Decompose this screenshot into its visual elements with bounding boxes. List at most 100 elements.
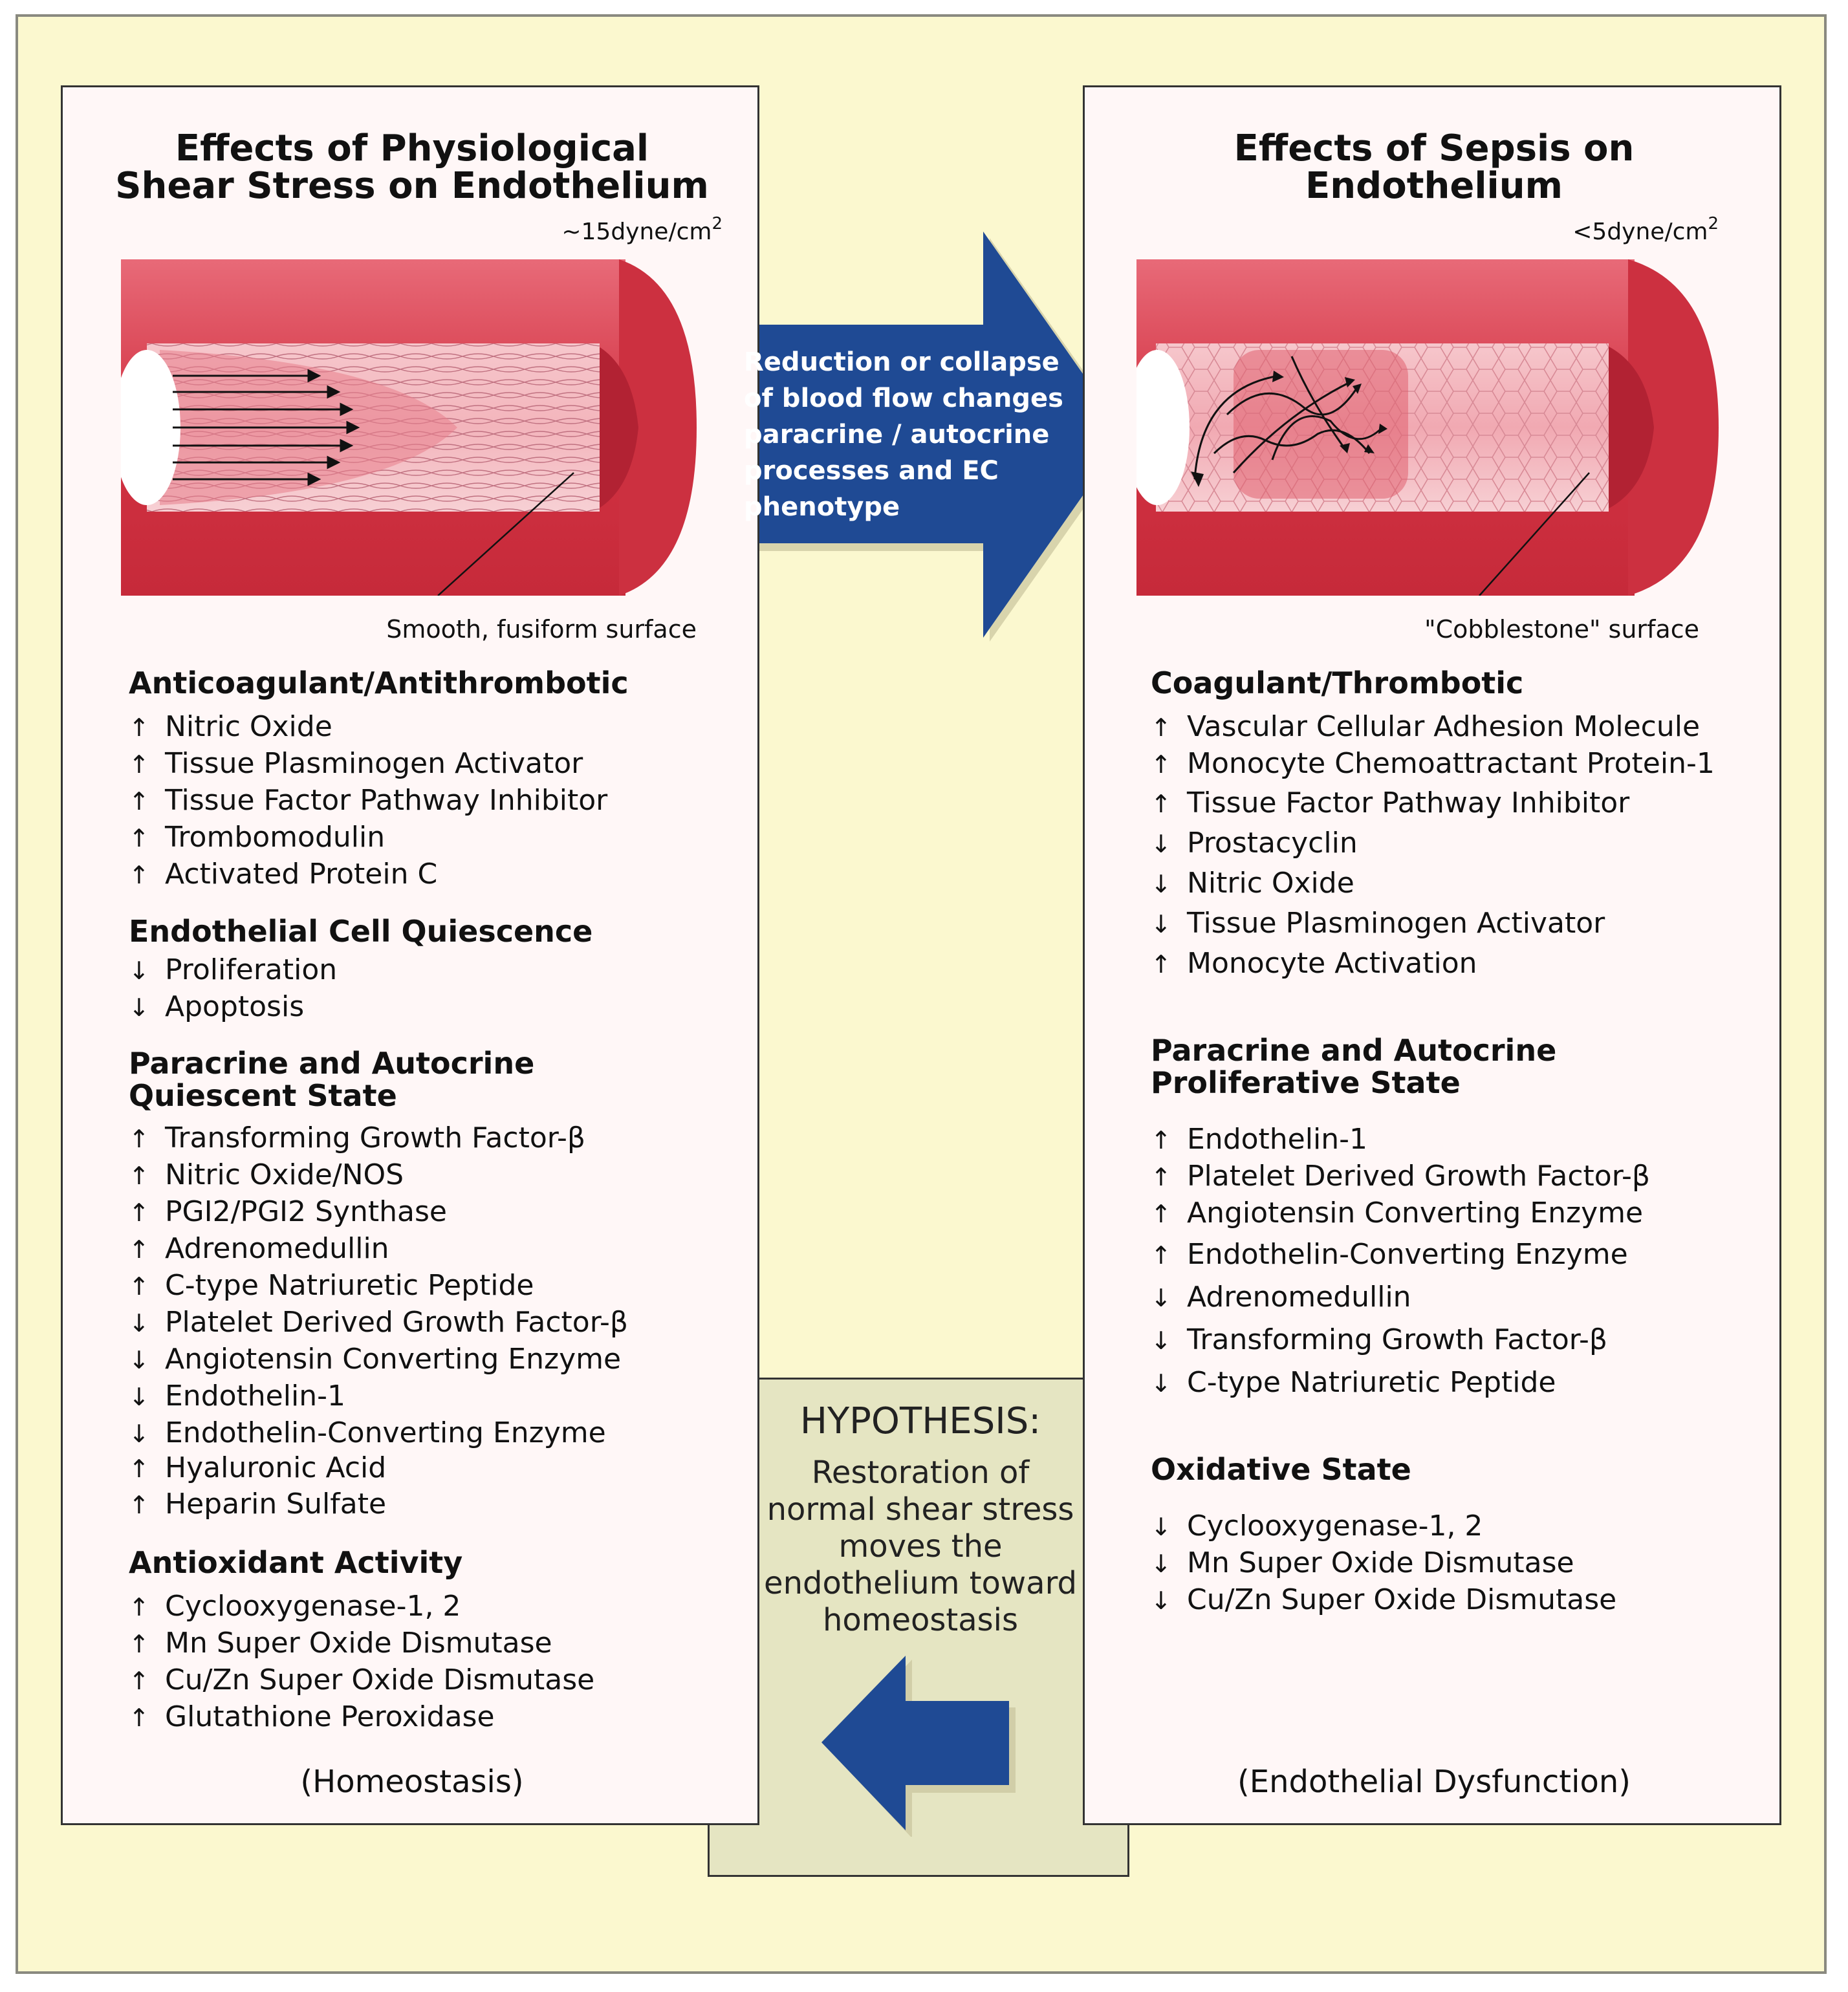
right-stress-value: <5dyne/cm	[1572, 219, 1708, 245]
left-title-line-2: Shear Stress on Endothelium	[115, 165, 709, 207]
list-item: ↑Monocyte Activation	[1151, 947, 1477, 980]
right-arrow-icon	[712, 232, 1132, 642]
list-item: ↑Nitric Oxide	[129, 710, 332, 743]
right-title-line-2: Endothelium	[1305, 165, 1563, 207]
down-arrow-icon: ↓	[129, 1309, 149, 1337]
list-item: ↑Glutathione Peroxidase	[129, 1700, 495, 1733]
down-arrow-icon: ↓	[129, 1420, 149, 1448]
up-arrow-icon: ↑	[1151, 713, 1171, 742]
flow-change-line-2: of blood flow changes	[744, 384, 1063, 413]
right-title-line-1: Effects of Sepsis on	[1234, 127, 1635, 169]
list-item: ↑Monocyte Chemoattractant Protein-1	[1151, 747, 1715, 780]
down-arrow-icon: ↓	[1151, 1586, 1171, 1615]
healthy-vessel-illustration	[121, 259, 697, 596]
list-item: ↑Transforming Growth Factor-β	[129, 1121, 585, 1154]
right-stress-exponent: 2	[1708, 214, 1719, 233]
list-item: ↓Endothelin-1	[129, 1380, 345, 1413]
hypothesis-line-1: Restoration of	[811, 1455, 1030, 1491]
list-item: ↑Endothelin-1	[1151, 1123, 1367, 1156]
up-arrow-icon: ↑	[129, 1455, 149, 1483]
up-arrow-icon: ↑	[1151, 1200, 1171, 1228]
up-arrow-icon: ↑	[129, 861, 149, 889]
up-arrow-icon: ↑	[129, 1491, 149, 1519]
left-stress-exponent: 2	[712, 214, 723, 233]
down-arrow-icon: ↓	[129, 1346, 149, 1374]
up-arrow-icon: ↑	[1151, 790, 1171, 818]
flow-change-line-1: Reduction or collapse	[744, 347, 1060, 377]
down-arrow-icon: ↓	[1151, 1284, 1171, 1312]
up-arrow-icon: ↑	[129, 1704, 149, 1732]
up-arrow-icon: ↑	[129, 1667, 149, 1695]
left-title-line-1: Effects of Physiological	[175, 127, 649, 169]
list-item: ↓Tissue Plasminogen Activator	[1151, 907, 1605, 940]
list-item: ↓Cu/Zn Super Oxide Dismutase	[1151, 1583, 1617, 1616]
list-item: ↓Transforming Growth Factor-β	[1151, 1323, 1607, 1356]
hypothesis-line-5: homeostasis	[822, 1602, 1019, 1638]
list-item: ↓C-type Natriuretic Peptide	[1151, 1366, 1556, 1399]
up-arrow-icon: ↑	[1151, 1241, 1171, 1270]
list-item: ↑Trombomodulin	[129, 821, 386, 854]
right-section-paracrine-title-1: Paracrine and Autocrine	[1151, 1033, 1557, 1068]
list-item: ↑C-type Natriuretic Peptide	[129, 1269, 534, 1302]
up-arrow-icon: ↑	[129, 1162, 149, 1190]
up-arrow-icon: ↑	[129, 1272, 149, 1301]
right-surface-caption: "Cobblestone" surface	[1424, 615, 1699, 644]
list-item: ↑Cyclooxygenase-1, 2	[129, 1590, 461, 1623]
right-panel: Effects of Sepsis on Endothelium <5dyne/…	[1083, 85, 1781, 1825]
right-section-paracrine-title-2: Proliferative State	[1151, 1065, 1461, 1100]
up-arrow-icon: ↑	[1151, 1163, 1171, 1191]
list-item: ↑Angiotensin Converting Enzyme	[1151, 1196, 1644, 1229]
left-footer: (Homeostasis)	[300, 1764, 524, 1800]
right-footer: (Endothelial Dysfunction)	[1237, 1764, 1631, 1800]
right-section-coagulant-title: Coagulant/Thrombotic	[1151, 666, 1524, 700]
list-item: ↓Mn Super Oxide Dismutase	[1151, 1546, 1574, 1579]
list-item: ↑Cu/Zn Super Oxide Dismutase	[129, 1663, 595, 1696]
left-section-anticoagulant-title: Anticoagulant/Antithrombotic	[129, 666, 629, 700]
down-arrow-icon: ↓	[129, 957, 149, 985]
hypothesis-line-3: moves the	[838, 1528, 1003, 1564]
up-arrow-icon: ↑	[129, 824, 149, 852]
list-item: ↑PGI2/PGI2 Synthase	[129, 1195, 447, 1228]
up-arrow-icon: ↑	[129, 713, 149, 742]
up-arrow-icon: ↑	[1151, 750, 1171, 779]
hypothesis-title: HYPOTHESIS:	[799, 1400, 1041, 1442]
flow-change-line-4: processes and EC	[744, 456, 999, 486]
list-item: ↓Nitric Oxide	[1151, 867, 1354, 900]
left-shear-stress-label: ~15dyne/cm2	[386, 214, 723, 245]
up-arrow-icon: ↑	[1151, 950, 1171, 979]
up-arrow-icon: ↑	[129, 1593, 149, 1621]
left-surface-caption: Smooth, fusiform surface	[386, 615, 697, 644]
left-arrow-icon	[821, 1656, 1016, 1837]
list-item: ↓Prostacyclin	[1151, 827, 1358, 860]
down-arrow-icon: ↓	[1151, 830, 1171, 858]
list-item: ↑Platelet Derived Growth Factor-β	[1151, 1160, 1650, 1193]
list-item: ↑Heparin Sulfate	[129, 1488, 387, 1521]
list-item: ↓Apoptosis	[129, 990, 305, 1023]
down-arrow-icon: ↓	[1151, 1550, 1171, 1578]
up-arrow-icon: ↑	[129, 1235, 149, 1264]
down-arrow-icon: ↓	[1151, 910, 1171, 938]
list-item: ↑Mn Super Oxide Dismutase	[129, 1627, 552, 1660]
flow-change-line-3: paracrine / autocrine	[744, 420, 1050, 449]
down-arrow-icon: ↓	[1151, 1513, 1171, 1541]
left-section-quiescence-title: Endothelial Cell Quiescence	[129, 914, 593, 949]
list-item: ↑Hyaluronic Acid	[129, 1451, 387, 1484]
list-item: ↓Endothelin-Converting Enzyme	[129, 1416, 606, 1449]
hypothesis-line-4: endothelium toward	[764, 1565, 1077, 1601]
left-section-paracrine-title-1: Paracrine and Autocrine	[129, 1046, 535, 1081]
list-item: ↑Activated Protein C	[129, 858, 438, 891]
up-arrow-icon: ↑	[129, 1125, 149, 1153]
list-item: ↑Tissue Factor Pathway Inhibitor	[129, 784, 608, 817]
left-section-paracrine-title-2: Quiescent State	[129, 1078, 397, 1113]
down-arrow-icon: ↓	[1151, 1369, 1171, 1398]
list-item: ↑Endothelin-Converting Enzyme	[1151, 1238, 1628, 1271]
septic-vessel-illustration	[1136, 259, 1719, 596]
list-item: ↑Tissue Factor Pathway Inhibitor	[1151, 786, 1630, 819]
down-arrow-icon: ↓	[129, 1383, 149, 1411]
list-item: ↓Proliferation	[129, 953, 338, 986]
down-arrow-icon: ↓	[1151, 1326, 1171, 1355]
down-arrow-icon: ↓	[1151, 870, 1171, 898]
hypothesis-line-2: normal shear stress	[766, 1491, 1074, 1528]
left-stress-value: ~15dyne/cm	[561, 219, 712, 245]
